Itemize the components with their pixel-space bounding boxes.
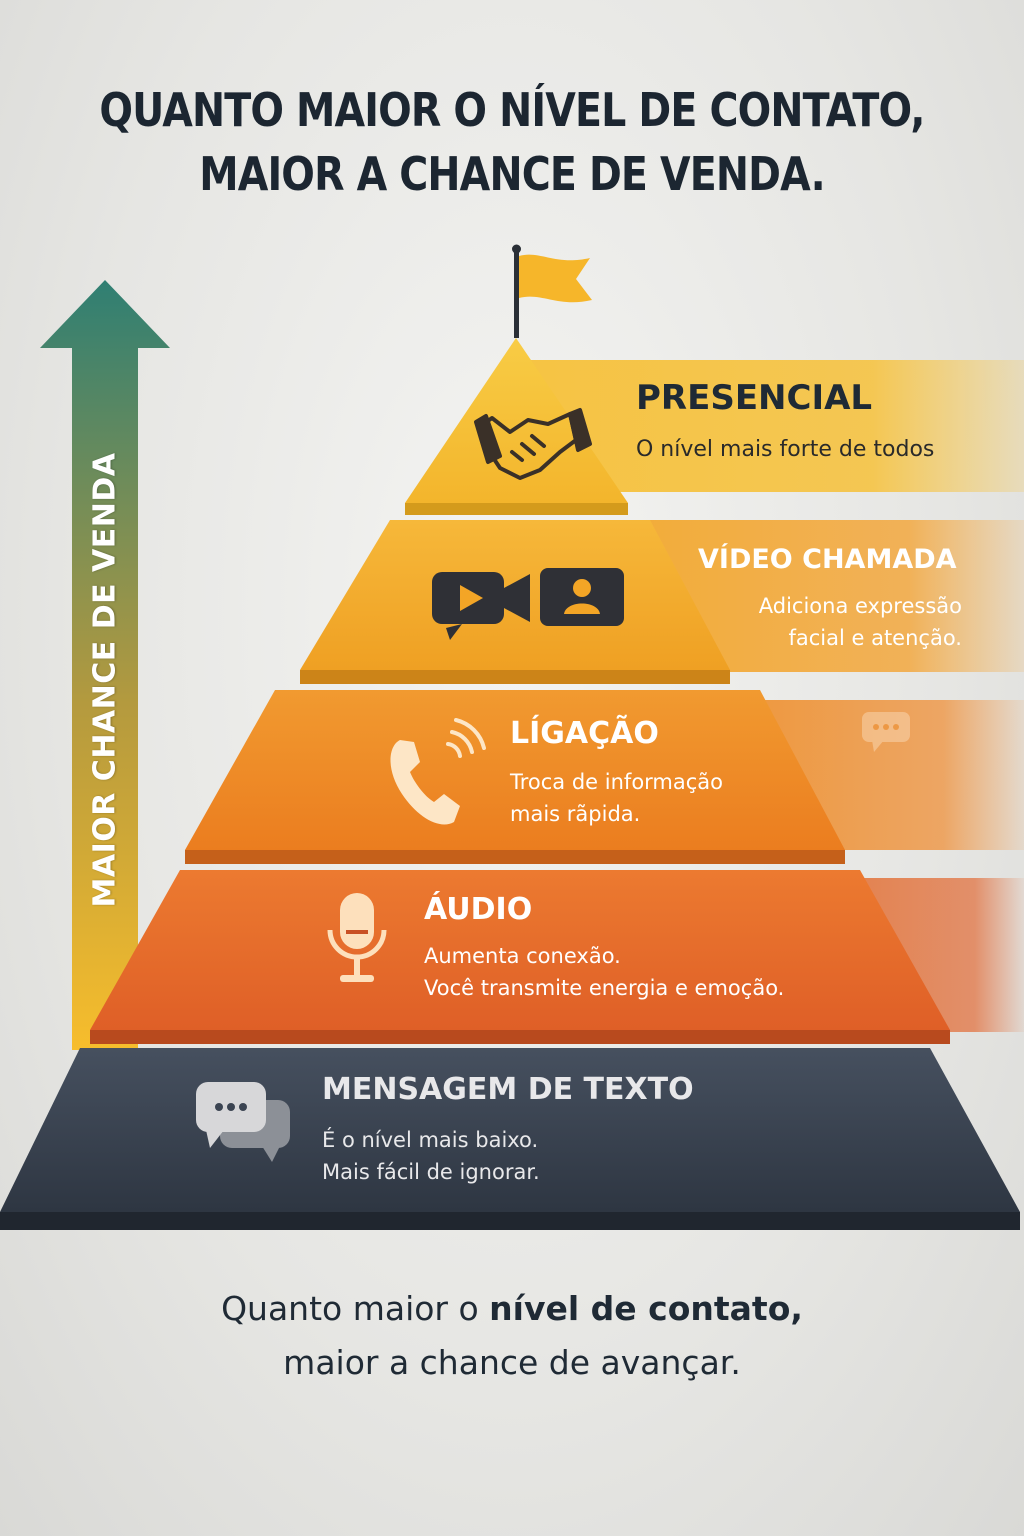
video-call-icon bbox=[432, 568, 624, 640]
tier-desc-line: Você transmite energia e emoção. bbox=[424, 976, 785, 1000]
axis-label-text: MAIOR CHANCE DE VENDA bbox=[87, 452, 123, 908]
summit-flag-icon bbox=[512, 244, 592, 338]
band-presencial bbox=[520, 360, 1024, 492]
tier-title-presencial: PRESENCIAL bbox=[636, 378, 873, 418]
footer-text-regular: Quanto maior o bbox=[221, 1289, 490, 1328]
tier-desc-audio: Aumenta conexão. Você transmite energia … bbox=[424, 940, 784, 1004]
microphone-icon bbox=[327, 893, 387, 982]
tier-desc-line: Adiciona expressão bbox=[758, 594, 962, 618]
tier-desc-line: Aumenta conexão. bbox=[424, 944, 621, 968]
tier-desc-presencial: O nível mais forte de todos bbox=[636, 434, 934, 466]
side-bands bbox=[520, 360, 1024, 1032]
tier-ligacao bbox=[185, 690, 845, 864]
footer-caption: Quanto maior o nível de contato, maior a… bbox=[0, 1282, 1024, 1390]
tier-title-ligacao: LÍGAÇÃO bbox=[510, 716, 659, 751]
footer-text-bold: nível de contato, bbox=[489, 1289, 803, 1328]
tier-title-video-chamada: VÍDEO CHAMADA bbox=[698, 544, 957, 575]
tier-desc-video-chamada: Adiciona expressão facial e atenção. bbox=[700, 590, 962, 654]
handshake-icon bbox=[474, 408, 592, 480]
faded-chat-icon bbox=[862, 712, 910, 752]
tier-desc-line: Mais fácil de ignorar. bbox=[322, 1160, 540, 1184]
tier-audio bbox=[90, 870, 950, 1044]
tier-desc-line: O nível mais forte de todos bbox=[636, 437, 935, 462]
band-video bbox=[640, 520, 1024, 672]
tier-desc-line: facial e atenção. bbox=[788, 626, 962, 650]
vertical-axis-arrow bbox=[40, 280, 170, 1050]
footer-line-2: maior a chance de avançar. bbox=[283, 1343, 741, 1382]
tier-desc-line: mais rãpida. bbox=[510, 802, 641, 826]
tier-title-audio: ÁUDIO bbox=[424, 892, 533, 927]
tier-desc-mensagem-de-texto: É o nível mais baixo. Mais fácil de igno… bbox=[322, 1124, 540, 1188]
band-audio bbox=[860, 878, 1024, 1032]
tier-desc-line: Troca de informação bbox=[510, 770, 724, 794]
chat-bubbles-icon bbox=[196, 1082, 290, 1162]
headline-line-2: MAIOR A CHANCE DE VENDA. bbox=[199, 147, 825, 201]
tier-title-mensagem-de-texto: MENSAGEM DE TEXTO bbox=[322, 1072, 694, 1107]
tier-desc-line: É o nível mais baixo. bbox=[322, 1128, 539, 1152]
headline: QUANTO MAIOR O NÍVEL DE CONTATO, MAIOR A… bbox=[72, 78, 953, 206]
phone-icon bbox=[390, 718, 486, 825]
tier-desc-ligacao: Troca de informação mais rãpida. bbox=[510, 766, 723, 830]
tier-presencial bbox=[405, 338, 628, 515]
headline-line-1: QUANTO MAIOR O NÍVEL DE CONTATO, bbox=[99, 83, 925, 137]
